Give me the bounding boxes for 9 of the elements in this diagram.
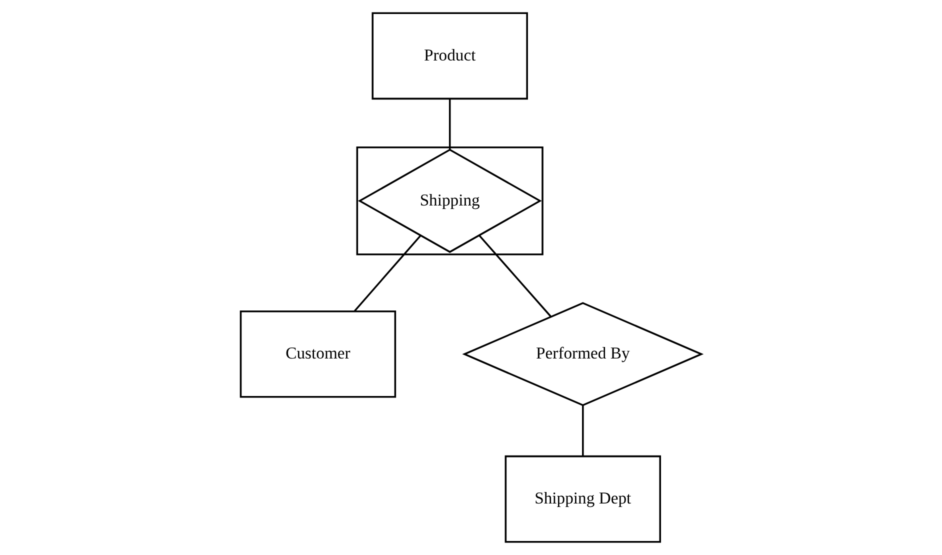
node-box: Product <box>372 12 528 100</box>
connector <box>354 234 422 312</box>
node-diamond: Performed By <box>462 302 704 406</box>
node-box: Customer <box>240 310 396 398</box>
node-diamond: Shipping <box>358 148 542 253</box>
connector <box>478 234 552 317</box>
connector <box>448 98 451 150</box>
connector <box>582 406 584 456</box>
node-box: Shipping Dept <box>504 455 662 543</box>
